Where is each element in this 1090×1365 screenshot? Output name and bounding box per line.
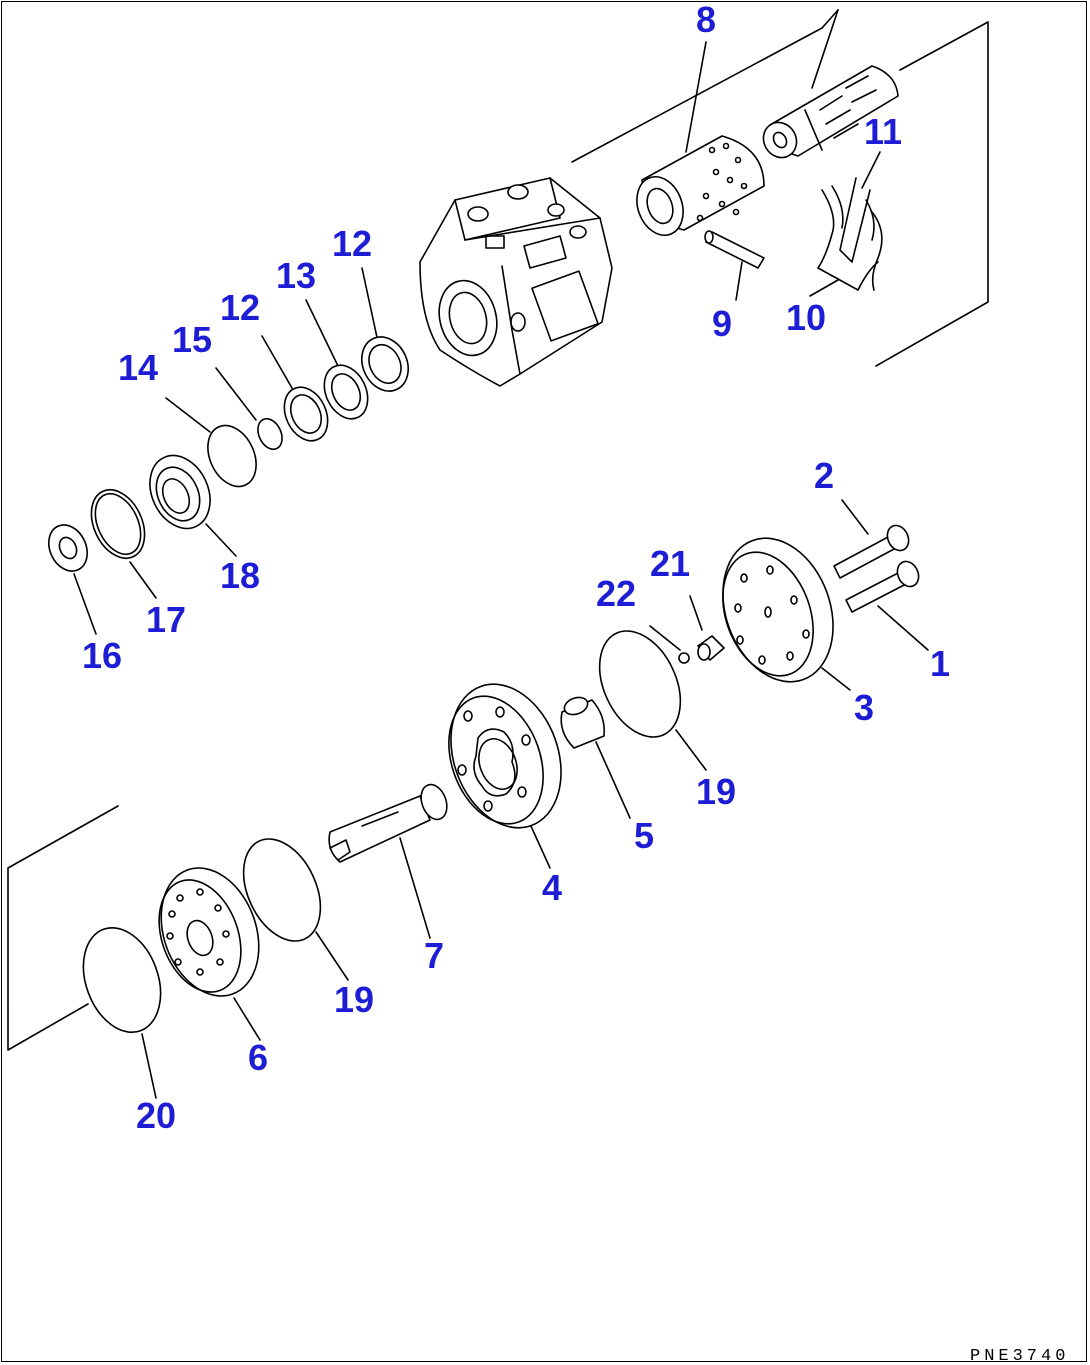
- callout-label: 14: [118, 347, 158, 388]
- callout-label: 12: [220, 287, 260, 328]
- callout-label: 1: [930, 643, 950, 684]
- callout-label: 2: [814, 455, 834, 496]
- callout-label: 18: [220, 555, 260, 596]
- callout-label: 3: [854, 687, 874, 728]
- seal-rings-lower: [47, 454, 211, 572]
- spool-part: [762, 65, 899, 159]
- pin-part: [704, 230, 765, 269]
- centering-springs-part: [817, 177, 883, 291]
- callout-labels: 8 11 12 13 12 15 14 9 10 2 21 22 18 17 1…: [82, 0, 950, 1136]
- callout-label: 5: [634, 815, 654, 856]
- callout-label: 15: [172, 319, 212, 360]
- check-valve-part: [678, 635, 725, 664]
- callout-label: 8: [696, 0, 716, 40]
- o-ring-lower: [242, 838, 322, 942]
- callout-label: 7: [424, 935, 444, 976]
- spacer-part: [560, 696, 606, 749]
- o-ring-upper: [598, 630, 682, 738]
- callout-label: 16: [82, 635, 122, 676]
- callout-label: 22: [596, 573, 636, 614]
- callout-label: 10: [786, 297, 826, 338]
- callout-label: 9: [712, 303, 732, 344]
- leader-lines: [73, 41, 929, 1099]
- callout-label: 21: [650, 543, 690, 584]
- callout-label: 20: [136, 1095, 176, 1136]
- spacer-plate-part: [158, 867, 260, 997]
- callout-label: 13: [276, 255, 316, 296]
- callout-label: 17: [146, 599, 186, 640]
- callout-label: 19: [334, 979, 374, 1020]
- callout-label: 6: [248, 1037, 268, 1078]
- seal-rings-upper: [207, 336, 409, 488]
- valve-housing: [419, 177, 613, 387]
- bolts-part: [833, 524, 920, 613]
- o-ring-end: [82, 926, 162, 1034]
- drive-shaft-part: [328, 783, 448, 863]
- drawing-code: PNE3740: [970, 1347, 1069, 1365]
- callout-label: 19: [696, 771, 736, 812]
- end-cover-part: [722, 537, 834, 683]
- assembly-guide-lines: [7, 9, 989, 1051]
- callout-label: 4: [542, 867, 562, 908]
- sleeve-part: [636, 135, 765, 236]
- gerotor-part: [448, 683, 562, 829]
- callout-label: 12: [332, 223, 372, 264]
- callout-label: 11: [864, 111, 902, 152]
